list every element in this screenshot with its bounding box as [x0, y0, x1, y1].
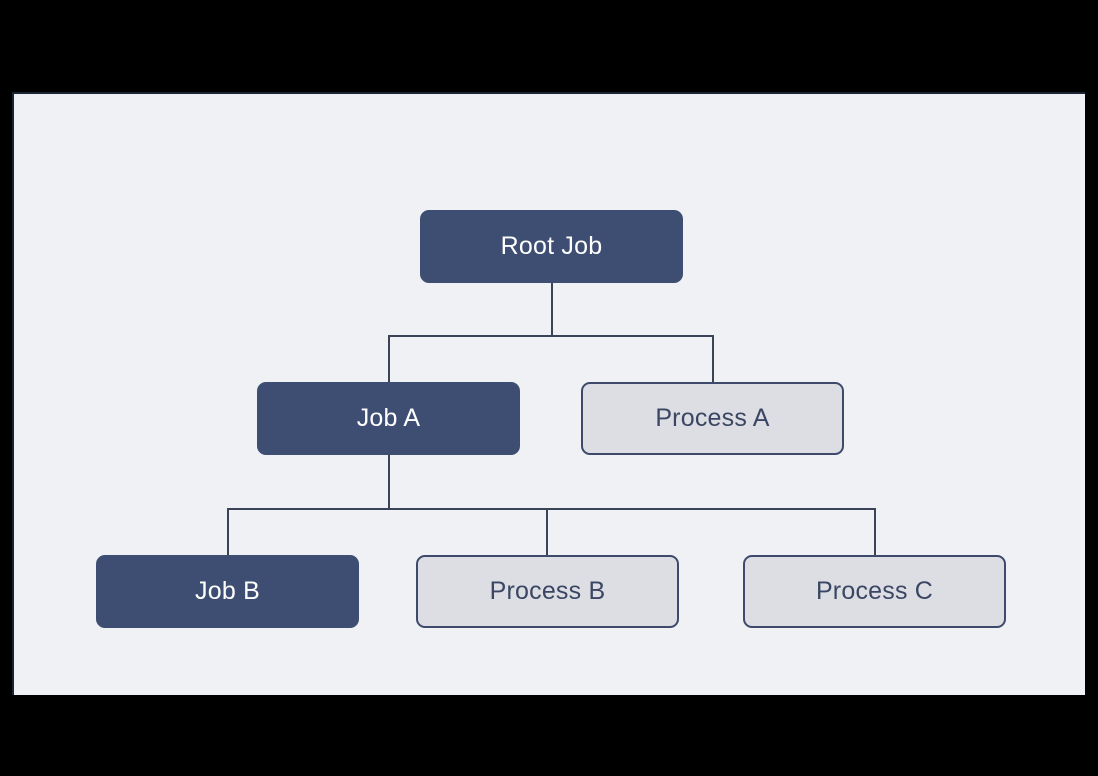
- node-process-c[interactable]: Process C: [743, 555, 1006, 628]
- node-root-job-label: Root Job: [500, 232, 603, 260]
- tree-diagram: Root Job Job A Process A Job B Process B…: [14, 94, 1085, 695]
- node-job-a-label: Job A: [356, 404, 421, 432]
- edge-job-a-process-b: [388, 454, 548, 556]
- edge-root-process-a: [551, 282, 714, 383]
- edge-root-job-a: [388, 282, 553, 383]
- node-job-b-label: Job B: [195, 577, 260, 605]
- node-process-b-label: Process B: [489, 577, 606, 605]
- node-job-a[interactable]: Job A: [257, 382, 520, 455]
- node-process-a-label: Process A: [655, 404, 770, 432]
- edge-job-a-process-c: [388, 454, 876, 556]
- edge-job-a-job-b: [227, 454, 390, 556]
- node-process-a[interactable]: Process A: [581, 382, 844, 455]
- node-root-job[interactable]: Root Job: [420, 210, 683, 283]
- node-process-b[interactable]: Process B: [416, 555, 679, 628]
- node-job-b[interactable]: Job B: [96, 555, 359, 628]
- diagram-panel: Root Job Job A Process A Job B Process B…: [12, 92, 1085, 695]
- node-process-c-label: Process C: [815, 577, 934, 605]
